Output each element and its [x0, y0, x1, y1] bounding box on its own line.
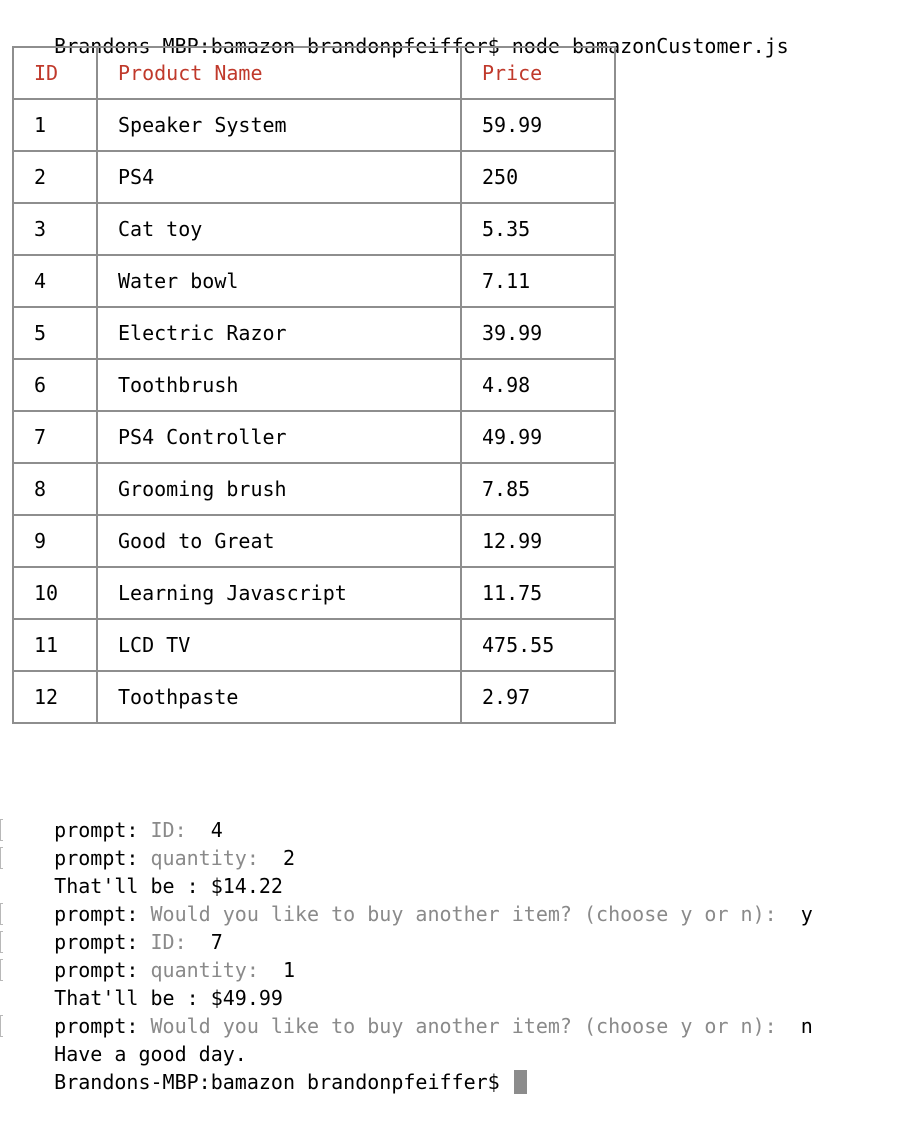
- prompt-label: prompt:: [54, 818, 139, 842]
- prompt-label: prompt:: [54, 846, 139, 870]
- line-marker: [0, 1015, 3, 1037]
- prompt-line: prompt: ID: 7: [0, 900, 223, 954]
- table-row: 2 PS4 250: [12, 150, 616, 204]
- cell-price: 2.97: [460, 670, 616, 724]
- cell-price: 4.98: [460, 358, 616, 412]
- cell-product-name: Cat toy: [96, 202, 462, 256]
- cell-id: 9: [12, 514, 98, 568]
- prompt-label: prompt:: [54, 902, 139, 926]
- cell-id: 12: [12, 670, 98, 724]
- output-line: That'll be : $49.99: [6, 956, 283, 1010]
- cell-price: 11.75: [460, 566, 616, 620]
- cell-id: 7: [12, 410, 98, 464]
- prompt-label: prompt:: [54, 930, 139, 954]
- prompt-question: quantity:: [150, 958, 259, 982]
- output-text: That'll be : $49.99: [54, 986, 283, 1010]
- table-row: 10 Learning Javascript 11.75: [12, 566, 616, 620]
- table-row: 5 Electric Razor 39.99: [12, 306, 616, 360]
- cell-product-name: Electric Razor: [96, 306, 462, 360]
- cell-product-name: Grooming brush: [96, 462, 462, 516]
- cell-id: 2: [12, 150, 98, 204]
- cell-price: 250: [460, 150, 616, 204]
- prompt-label: prompt:: [54, 958, 139, 982]
- prompt-answer: 2: [282, 846, 296, 870]
- cell-price: 7.11: [460, 254, 616, 308]
- prompt-answer: y: [800, 902, 813, 926]
- command-line: Brandons-MBP:bamazon brandonpfeiffer$ no…: [6, 4, 789, 58]
- cell-id: 5: [12, 306, 98, 360]
- final-prompt-line[interactable]: Brandons-MBP:bamazon brandonpfeiffer$: [6, 1040, 527, 1094]
- table-row: 7 PS4 Controller 49.99: [12, 410, 616, 464]
- prompt-line: prompt: Would you like to buy another it…: [0, 872, 813, 926]
- prompt-line: prompt: ID: 4: [0, 788, 223, 842]
- line-marker: [0, 931, 3, 953]
- cell-product-name: Toothbrush: [96, 358, 462, 412]
- prompt-question: quantity:: [150, 846, 259, 870]
- cell-price: 475.55: [460, 618, 616, 672]
- prompt-question: Would you like to buy another item? (cho…: [150, 1014, 777, 1038]
- prompt-line: prompt: quantity: 1: [0, 928, 295, 982]
- text-cursor[interactable]: [513, 1069, 527, 1094]
- prompt-question: ID:: [150, 930, 187, 954]
- table-row: 12 Toothpaste 2.97: [12, 670, 616, 724]
- prompt-line: prompt: Would you like to buy another it…: [0, 984, 813, 1038]
- column-header-id: ID: [12, 46, 98, 100]
- table-row: 9 Good to Great 12.99: [12, 514, 616, 568]
- cell-product-name: Speaker System: [96, 98, 462, 152]
- cell-product-name: Learning Javascript: [96, 566, 462, 620]
- column-header-price: Price: [460, 46, 616, 100]
- shell-prompt: Brandons-MBP:bamazon brandonpfeiffer$: [54, 1070, 500, 1094]
- prompt-answer: 7: [210, 930, 223, 954]
- prompt-label: prompt:: [54, 1014, 139, 1038]
- cell-id: 6: [12, 358, 98, 412]
- table-row: 8 Grooming brush 7.85: [12, 462, 616, 516]
- cell-id: 1: [12, 98, 98, 152]
- cell-product-name: PS4: [96, 150, 462, 204]
- cell-product-name: Toothpaste: [96, 670, 462, 724]
- column-header-product-name: Product Name: [96, 46, 462, 100]
- output-text: That'll be : $14.22: [54, 874, 283, 898]
- table-row: 11 LCD TV 475.55: [12, 618, 616, 672]
- table-row: 4 Water bowl 7.11: [12, 254, 616, 308]
- table-row: 1 Speaker System 59.99: [12, 98, 616, 152]
- line-marker: [0, 847, 3, 869]
- prompt-line: prompt: quantity: 2: [0, 816, 295, 870]
- table-header-row: ID Product Name Price: [12, 46, 616, 100]
- cell-product-name: Good to Great: [96, 514, 462, 568]
- line-marker: [0, 959, 3, 981]
- cell-id: 3: [12, 202, 98, 256]
- prompt-answer: 4: [210, 818, 223, 842]
- cell-id: 8: [12, 462, 98, 516]
- cell-product-name: Water bowl: [96, 254, 462, 308]
- cell-price: 12.99: [460, 514, 616, 568]
- cell-price: 59.99: [460, 98, 616, 152]
- cell-id: 11: [12, 618, 98, 672]
- cell-product-name: PS4 Controller: [96, 410, 462, 464]
- prompt-answer: 1: [282, 958, 296, 982]
- products-table: ID Product Name Price 1 Speaker System 5…: [12, 46, 616, 724]
- terminal-window[interactable]: Brandons-MBP:bamazon brandonpfeiffer$ no…: [0, 0, 924, 1094]
- cell-product-name: LCD TV: [96, 618, 462, 672]
- line-marker: [0, 819, 3, 841]
- prompt-question: Would you like to buy another item? (cho…: [150, 902, 777, 926]
- table-row: 3 Cat toy 5.35: [12, 202, 616, 256]
- table-row: 6 Toothbrush 4.98: [12, 358, 616, 412]
- line-marker: [0, 903, 3, 925]
- cell-price: 39.99: [460, 306, 616, 360]
- output-text: Have a good day.: [54, 1042, 247, 1066]
- cell-price: 5.35: [460, 202, 616, 256]
- prompt-answer: n: [800, 1014, 813, 1038]
- output-line: That'll be : $14.22: [6, 844, 283, 898]
- cell-price: 49.99: [460, 410, 616, 464]
- cell-price: 7.85: [460, 462, 616, 516]
- cell-id: 4: [12, 254, 98, 308]
- cell-id: 10: [12, 566, 98, 620]
- output-line: Have a good day.: [6, 1012, 247, 1066]
- prompt-question: ID:: [150, 818, 187, 842]
